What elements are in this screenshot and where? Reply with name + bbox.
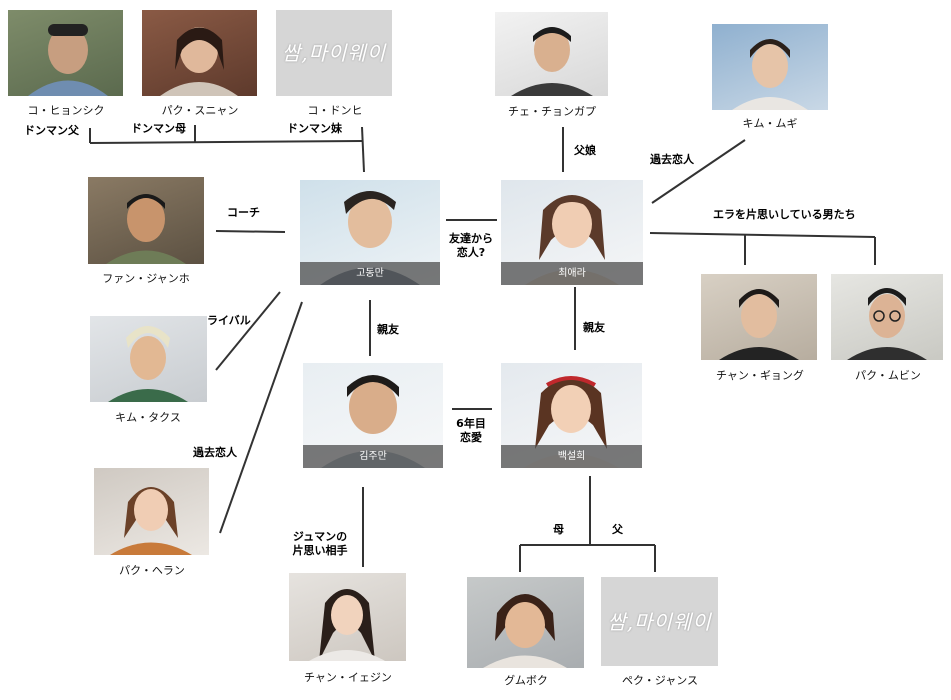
- name-chan-ijin: チャン・イェジン: [304, 671, 392, 684]
- photo-baek-jansu-logo: 쌈,마이웨이: [601, 577, 718, 666]
- label-rival: ライバル: [207, 314, 251, 327]
- label-past-lover-mugi: 過去恋人: [650, 153, 694, 166]
- photo-kim-takusu: [90, 316, 207, 402]
- name-gumboku: グムボク: [504, 674, 548, 687]
- photo-baek-seolhee: 백설희: [501, 363, 642, 468]
- photo-kim-juman: 김주만: [303, 363, 443, 468]
- photo-ko-donhi-logo: 쌈,마이웨이: [276, 10, 392, 96]
- name-choi-chongap: チェ・チョンガプ: [508, 105, 596, 118]
- label-donman-father: ドンマン父: [24, 124, 79, 137]
- label-unrequited-group: エラを片思いしている男たち: [713, 208, 856, 221]
- heran-past-lover-line: [219, 301, 303, 534]
- name-kim-takusu: キム・タクス: [115, 411, 181, 424]
- label-donman-sister: ドンマン妹: [287, 122, 342, 135]
- label-mother: 母: [553, 523, 564, 536]
- photo-park-heran: [94, 468, 209, 555]
- photo-park-sunyan: [142, 10, 257, 96]
- label-juman-crush: ジュマンの 片思い相手: [280, 530, 360, 558]
- label-six-years-line1: 6年目: [456, 417, 486, 430]
- label-father-daughter: 父娘: [574, 144, 596, 157]
- drama-logo-text: 쌈,마이웨이: [281, 41, 387, 66]
- photo-gumboku: [467, 577, 584, 668]
- drama-logo-text: 쌈,마이웨이: [607, 609, 712, 634]
- name-kim-mugi: キム・ムギ: [742, 117, 798, 130]
- unrequited-bracket-line: [649, 232, 876, 238]
- photo-caption: 김주만: [303, 445, 443, 468]
- name-park-heran: パク・ヘラン: [119, 564, 185, 577]
- label-six-years: 6年目 恋愛: [446, 417, 496, 445]
- family-bracket-line: [89, 140, 363, 144]
- photo-chan-gyong: [701, 274, 817, 360]
- label-friends-to-lovers-line2: 恋人?: [456, 246, 486, 259]
- name-park-mubin: パク・ムビン: [855, 369, 921, 382]
- label-father: 父: [612, 523, 623, 536]
- label-friends-to-lovers: 友達から 恋人?: [443, 232, 499, 260]
- photo-hwang-jangho: [88, 177, 204, 264]
- photo-choi-aera: 최애라: [501, 180, 643, 285]
- label-juman-crush-line2: 片思い相手: [292, 544, 348, 557]
- name-hwang-jangho: ファン・ジャンホ: [102, 272, 190, 285]
- rival-line: [215, 291, 281, 371]
- label-coach: コーチ: [227, 206, 260, 219]
- name-baek-jansu: ペク・ジャンス: [621, 674, 698, 687]
- sister-drop-line: [361, 126, 365, 173]
- photo-caption: 최애라: [501, 262, 643, 285]
- photo-caption: 백설희: [501, 445, 642, 468]
- coach-line: [215, 230, 286, 233]
- name-ko-hyunsik: コ・ヒョンシク: [27, 104, 105, 117]
- label-past-lover-heran: 過去恋人: [193, 446, 237, 459]
- photo-chan-ijin: [289, 573, 406, 661]
- photo-kim-mugi: [712, 24, 828, 110]
- label-friends-to-lovers-line1: 友達から: [449, 232, 493, 245]
- name-ko-donhi: コ・ドンヒ: [307, 104, 363, 117]
- label-best-friend-left: 親友: [377, 323, 399, 336]
- mugi-past-lover-line: [651, 139, 746, 204]
- name-park-sunyan: パク・スニャン: [161, 104, 239, 117]
- label-juman-crush-line1: ジュマンの: [292, 530, 348, 543]
- photo-park-mubin: [831, 274, 943, 360]
- label-best-friend-right: 親友: [583, 321, 605, 334]
- label-donman-mother: ドンマン母: [131, 122, 186, 135]
- name-chan-gyong: チャン・ギョング: [716, 369, 804, 382]
- photo-ko-hyunsik: [8, 10, 123, 96]
- photo-choi-chongap: [495, 12, 608, 96]
- label-six-years-line2: 恋愛: [460, 431, 482, 444]
- photo-caption: 고동만: [300, 262, 440, 285]
- photo-go-dongman: 고동만: [300, 180, 440, 285]
